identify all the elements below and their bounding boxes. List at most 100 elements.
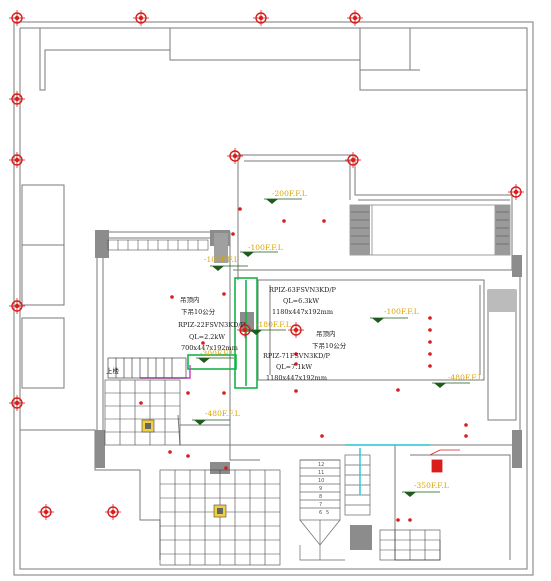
ceiling-light-icon	[464, 434, 468, 438]
level-triangle-icon	[266, 199, 278, 204]
ceiling-light-icon	[201, 341, 205, 345]
columns	[95, 205, 522, 550]
axis-marker-icon	[9, 152, 25, 168]
level-label: -350F.F.L	[414, 481, 449, 490]
axis-marker-icon	[9, 298, 25, 314]
stair-numbers: 12 11 10 9 8 7 6 5	[318, 462, 329, 516]
stair-number: 9	[319, 486, 322, 492]
ceiling-light-icon	[320, 434, 324, 438]
tile-grid-bottom	[159, 469, 281, 566]
level-label: -480F.F.L	[205, 409, 240, 418]
ceiling-light-icon	[408, 518, 412, 522]
ceiling-light-icon	[238, 207, 242, 211]
level-triangle-icon	[434, 383, 446, 388]
hatched-columns	[351, 211, 509, 245]
ceiling-light-icon	[222, 391, 226, 395]
unit-label-middle: RPIZ-71FSVN3KD/P QL=7.1kW 1180x447x192mm	[263, 352, 331, 382]
stair-number: 10	[318, 478, 324, 484]
drain-line-red	[429, 449, 460, 473]
vent-grille-top	[107, 239, 209, 251]
ceiling-light-icon	[294, 389, 298, 393]
axis-marker-icon	[133, 10, 149, 26]
level-label: -180F.F.L	[256, 320, 291, 329]
ceiling-light-icon	[282, 219, 286, 223]
ceiling-light-icon	[428, 352, 432, 356]
unit-label-right: RPIZ-63FSVN3KD/P QL=6.3kW 1180x447x192mm	[269, 286, 337, 316]
unit-right-model: RPIZ-63FSVN3KD/P	[269, 286, 337, 294]
level-labels: -200F.F.L -100F.F.L -100F.F.L -100F.F.L …	[200, 189, 483, 490]
ceiling-light-icon	[222, 292, 226, 296]
axis-marker-icon	[9, 395, 25, 411]
level-triangle-icon	[198, 358, 210, 363]
duct-cyan	[345, 444, 430, 495]
side-note-line1: 吊顶内	[316, 329, 336, 338]
ceiling-light-icon	[396, 518, 400, 522]
level-label: -100F.F.L	[248, 243, 283, 252]
level-label: -480F.F.L	[448, 373, 483, 382]
tile-grid-left	[104, 379, 181, 446]
unit-left-location1: 吊顶内	[180, 295, 200, 304]
axis-marker-icon	[345, 152, 361, 168]
stair-number: 11	[318, 470, 324, 476]
ceiling-lights	[139, 207, 468, 522]
stair-number: 12	[318, 462, 324, 468]
unit-label-left: 吊顶内 下吊10公分 RPIZ-22FSVN3KD/P QL=2.2kW 700…	[178, 295, 246, 352]
level-label: -300F.F.L	[200, 349, 235, 358]
ceiling-light-icon	[294, 362, 298, 366]
unit-middle-size: 1180x447x192mm	[266, 374, 327, 382]
axis-marker-icon	[9, 91, 25, 107]
level-label: -100F.F.L	[204, 255, 239, 264]
stair-number: 5	[326, 510, 329, 516]
ceiling-light-icon	[396, 388, 400, 392]
balcony-area	[349, 204, 511, 256]
unit-right-capacity: QL=6.3kW	[283, 297, 319, 305]
unit-left-model: RPIZ-22FSVN3KD/P	[178, 321, 246, 329]
ceiling-light-icon	[428, 340, 432, 344]
ceiling-light-icon	[322, 219, 326, 223]
floor-drains	[141, 419, 227, 518]
ceiling-light-icon	[168, 450, 172, 454]
stair-number: 6	[319, 510, 322, 516]
ceiling-light-icon	[170, 295, 174, 299]
level-triangle-icon	[212, 266, 224, 271]
axis-marker-icon	[38, 504, 54, 520]
ceiling-light-icon	[294, 352, 298, 356]
level-label: -200F.F.L	[272, 189, 307, 198]
level-triangle-icon	[242, 252, 254, 257]
unit-left-size: 700x447x192mm	[181, 344, 238, 352]
ceiling-light-icon	[139, 401, 143, 405]
outer-walls	[13, 21, 534, 576]
ceiling-light-icon	[428, 316, 432, 320]
axis-marker-icon	[347, 10, 363, 26]
ceiling-light-icon	[224, 466, 228, 470]
axis-marker-icon	[508, 184, 524, 200]
pipe-magenta	[140, 365, 191, 379]
unit-side-note: 吊顶内 下吊10公分	[312, 329, 347, 350]
level-symbols	[192, 198, 470, 497]
ceiling-light-icon	[186, 454, 190, 458]
unit-middle-capacity: QL=7.1kW	[276, 363, 312, 371]
axis-marker-icon	[105, 504, 121, 520]
tile-grid-bottom-right	[379, 529, 441, 561]
ceiling-light-icon	[428, 328, 432, 332]
ceiling-light-icon	[186, 391, 190, 395]
level-triangle-icon	[372, 318, 384, 323]
axis-marker-icon	[227, 148, 243, 164]
side-note-line2: 下吊10公分	[312, 341, 347, 350]
unit-left-location2: 下吊10公分	[181, 307, 216, 316]
axis-markers	[9, 10, 524, 520]
level-triangle-icon	[250, 330, 262, 335]
level-triangle-icon	[404, 492, 416, 497]
level-triangle-icon	[194, 420, 206, 425]
stair-number: 8	[319, 494, 322, 500]
axis-marker-icon	[288, 322, 304, 338]
fan-coil-unit	[107, 357, 187, 379]
axis-marker-icon	[9, 10, 25, 26]
staircase	[299, 454, 371, 561]
ceiling-light-icon	[231, 232, 235, 236]
stair-number: 7	[319, 502, 322, 508]
unit-middle-model: RPIZ-71FSVN3KD/P	[263, 352, 331, 360]
ceiling-light-icon	[428, 364, 432, 368]
axis-marker-icon	[253, 10, 269, 26]
